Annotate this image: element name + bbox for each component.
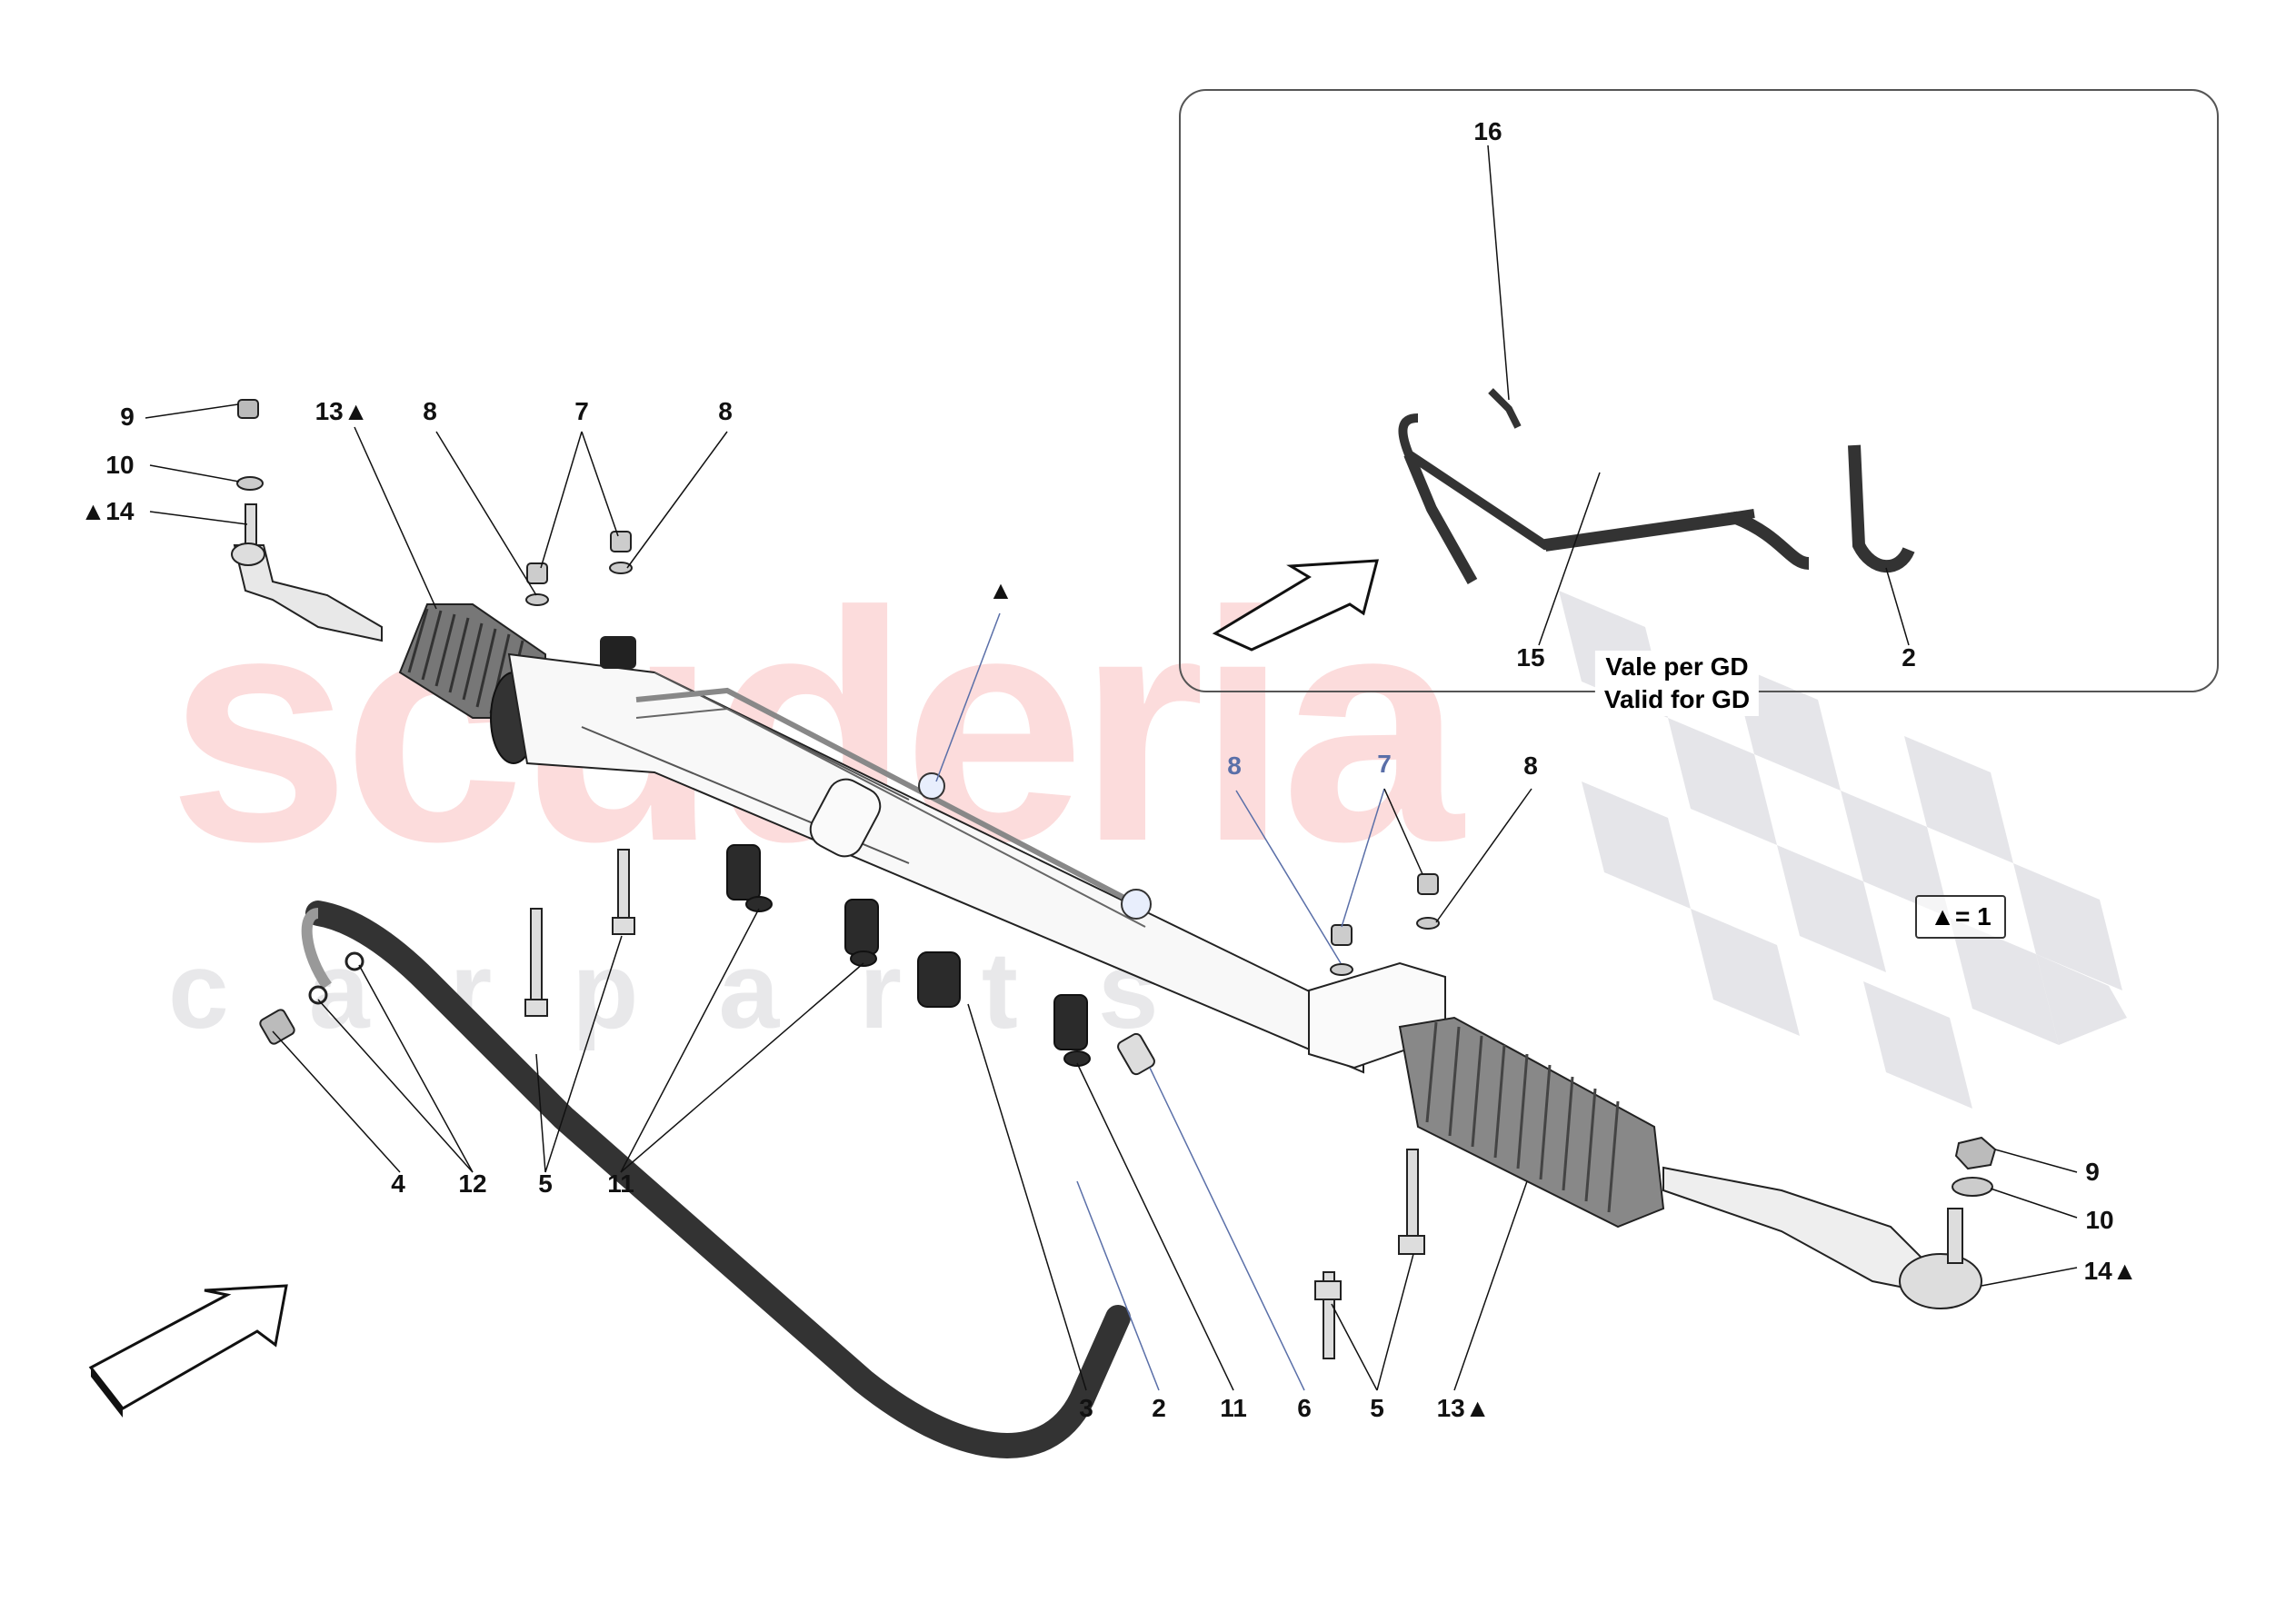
leader-lines <box>145 144 2078 1391</box>
callout-3[interactable]: 3 <box>1079 1394 1093 1422</box>
callout-8-b[interactable]: 8 <box>718 397 733 425</box>
callout-7-b[interactable]: 7 <box>1377 750 1392 778</box>
callout-2-inset[interactable]: 2 <box>1902 643 1916 672</box>
steering-rack-housing <box>507 636 1364 1074</box>
callout-5[interactable]: 5 <box>538 1169 553 1198</box>
callout-9[interactable]: 9 <box>120 403 135 431</box>
return-hose <box>259 901 1131 1458</box>
callout-11-b[interactable]: 11 <box>1220 1394 1247 1422</box>
callout-9-b[interactable]: 9 <box>2085 1158 2100 1186</box>
legend-text: ▲= 1 <box>1930 902 1992 930</box>
callout-8[interactable]: 8 <box>423 397 437 425</box>
bellows-boot-right <box>1398 1016 1665 1229</box>
callout-10-b[interactable]: 10 <box>2085 1206 2114 1234</box>
tie-rod-end-right <box>1662 1136 1997 1309</box>
connector-6 <box>1117 1032 1155 1076</box>
direction-arrow-inset <box>1212 559 1379 652</box>
callout-16[interactable]: 16 <box>1473 117 1502 145</box>
legend-quantity-box: ▲= 1 <box>1915 895 2006 939</box>
tie-rod-end-left <box>231 399 383 642</box>
callout-7[interactable]: 7 <box>574 397 589 425</box>
hose-clips <box>726 844 1091 1067</box>
callout-10[interactable]: 10 <box>105 451 135 479</box>
nuts-washers <box>525 531 1440 976</box>
callout-14-b[interactable]: 14▲ <box>2083 1257 2138 1285</box>
callout-8-d[interactable]: 8 <box>1523 751 1538 780</box>
callout-11[interactable]: 11 <box>607 1169 634 1198</box>
callout-2[interactable]: 2 <box>1152 1394 1166 1422</box>
callout-12[interactable]: 12 <box>458 1169 487 1198</box>
callout-15[interactable]: 15 <box>1516 643 1545 672</box>
bolts <box>524 849 1425 1359</box>
callout-4[interactable]: 4 <box>391 1169 405 1198</box>
bellows-boot-left <box>398 603 546 764</box>
inset-note-en: Valid for GD <box>1603 685 1751 713</box>
inset-hoses <box>1398 388 1915 584</box>
callout-14[interactable]: ▲14 <box>80 497 135 525</box>
inset-note: Vale per GD Valid for GD <box>1594 651 1760 716</box>
callout-13-b[interactable]: 13▲ <box>1436 1394 1491 1422</box>
callout-5-b[interactable]: 5 <box>1370 1394 1384 1422</box>
inset-panel-gd <box>1179 89 2219 692</box>
callout-6[interactable]: 6 <box>1297 1394 1312 1422</box>
callout-8-c[interactable]: 8 <box>1227 751 1242 780</box>
direction-arrow-main <box>88 1284 288 1418</box>
checkered-flag-watermark <box>1559 591 2127 1109</box>
inset-note-it: Vale per GD <box>1605 652 1749 681</box>
callout-13[interactable]: 13▲ <box>314 397 369 425</box>
callout-triangle[interactable]: ▲ <box>988 576 1013 604</box>
